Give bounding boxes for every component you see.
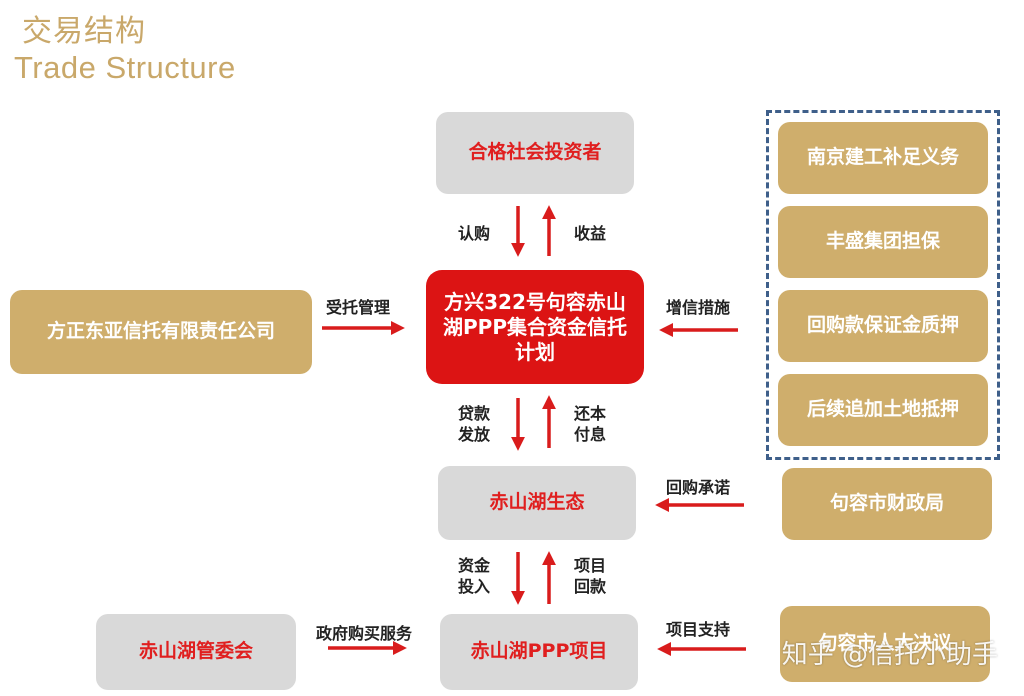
chishanhu-eco-label: 赤山湖生态 (489, 491, 585, 514)
credit-measure-label: 后续追加土地抵押 (806, 398, 959, 421)
investors-label: 合格社会投资者 (468, 141, 602, 164)
repay-label: 还本付息 (574, 404, 607, 444)
trust-company-label: 方正东亚信托有限责任公司 (46, 320, 275, 343)
people-congress-box: 句容市人大决议 (780, 606, 990, 682)
page-title-cn: 交易结构 (22, 14, 146, 49)
credit-enhancement-label: 增信措施 (666, 298, 731, 317)
watermark: 知乎 @信托小助手 (781, 640, 998, 670)
credit-measure-box: 丰盛集团担保 (778, 206, 988, 278)
finance-bureau-box: 句容市财政局 (782, 468, 992, 540)
loan-label: 贷款发放 (458, 404, 491, 444)
trust-plan-box: 方兴322号句容赤山湖PPP集合资金信托计划 (426, 270, 644, 384)
investors-box: 合格社会投资者 (436, 112, 634, 194)
finance-bureau-label: 句容市财政局 (829, 492, 944, 515)
chishanhu-eco-box: 赤山湖生态 (438, 466, 636, 540)
trust-company-box: 方正东亚信托有限责任公司 (10, 290, 312, 374)
committee-label: 赤山湖管委会 (138, 640, 253, 663)
credit-measure-label: 回购款保证金质押 (806, 314, 959, 337)
credit-measure-label: 南京建工补足义务 (806, 146, 959, 169)
credit-measure-box: 后续追加土地抵押 (778, 374, 988, 446)
trust-plan-label: 方兴322号句容赤山湖PPP集合资金信托计划 (443, 289, 627, 364)
project-return-label: 项目回款 (574, 556, 607, 596)
ppp-project-box: 赤山湖PPP项目 (440, 614, 638, 690)
fund-label: 资金投入 (458, 556, 491, 596)
credit-measures-frame (766, 110, 1000, 460)
subscribe-label: 认购 (458, 224, 491, 243)
credit-measure-box: 南京建工补足义务 (778, 122, 988, 194)
page-title-en: Trade Structure (14, 50, 236, 85)
ppp-project-label: 赤山湖PPP项目 (470, 640, 608, 663)
credit-measure-label: 丰盛集团担保 (825, 230, 940, 253)
returns-label: 收益 (574, 224, 607, 243)
project-support-label: 项目支持 (666, 620, 731, 639)
committee-box: 赤山湖管委会 (96, 614, 296, 690)
entrusted-mgmt-label: 受托管理 (326, 298, 391, 317)
buyback-label: 回购承诺 (666, 478, 731, 497)
credit-measure-box: 回购款保证金质押 (778, 290, 988, 362)
people-congress-label: 句容市人大决议 (818, 632, 952, 655)
gov-purchase-label: 政府购买服务 (316, 624, 413, 643)
